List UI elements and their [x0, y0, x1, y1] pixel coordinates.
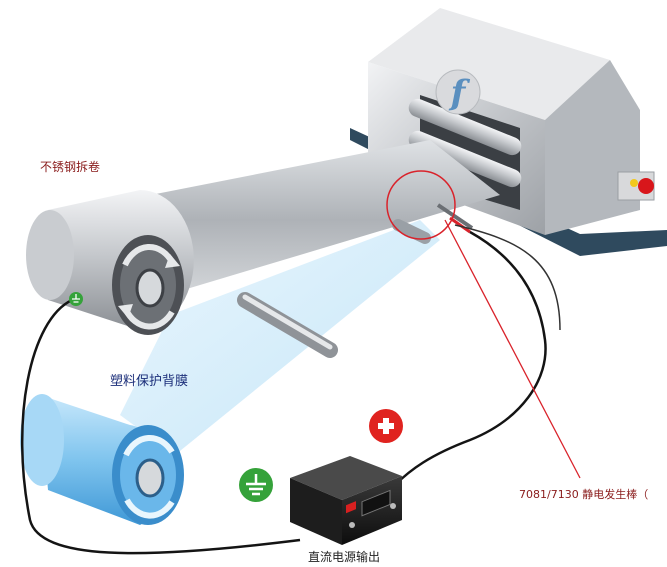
positive-terminal-icon [369, 409, 403, 443]
dc-power-supply [290, 456, 402, 545]
rotate-arrow-icon [123, 434, 175, 457]
steel-roll-label: 不锈钢拆卷 [40, 160, 101, 174]
positive-cable [394, 230, 547, 486]
dc-output-label: 直流电源输出 [308, 550, 381, 564]
machine-logo: f [435, 69, 481, 115]
plastic-film-label: 塑料保护背膜 [110, 374, 189, 389]
roll-ground-icon [69, 292, 83, 306]
steel-sheet [100, 140, 500, 300]
ground-icon [239, 468, 273, 502]
protective-film [120, 220, 440, 455]
rotate-arrow-icon [122, 244, 175, 267]
ground-cable-roll [20, 298, 301, 555]
film-roll [20, 394, 184, 525]
static-bar-label: 7081/7130 静电发生棒（ [519, 488, 649, 501]
highlight-circle [386, 170, 456, 240]
emergency-stop-icon [638, 178, 654, 194]
idler-roller [237, 292, 338, 358]
logo-icon: f [449, 73, 471, 113]
callout-line [444, 219, 581, 479]
static-bar [392, 203, 474, 244]
steel-roll [26, 190, 194, 335]
